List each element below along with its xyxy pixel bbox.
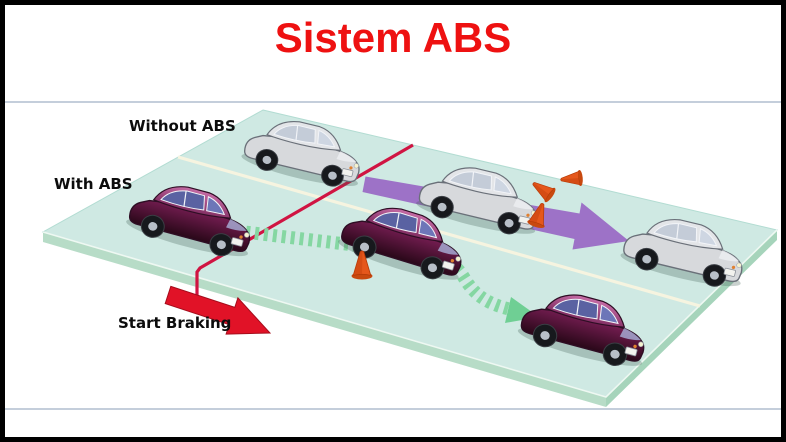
top-separator-line [5, 101, 781, 103]
road-slab-edge-highlight [42, 229, 778, 398]
road-slab-front-face [43, 232, 606, 407]
label-start-braking: Start Braking [118, 314, 232, 332]
start-braking-arrow [164, 285, 272, 335]
abs-scene [41, 109, 779, 407]
label-with-abs: With ABS [54, 175, 133, 193]
abs-avoidance-path [236, 224, 511, 316]
page-title: Sistem ABS [274, 14, 512, 61]
bottom-separator-line [5, 408, 781, 410]
braking-start-line [195, 143, 414, 295]
label-without-abs: Without ABS [129, 117, 236, 135]
